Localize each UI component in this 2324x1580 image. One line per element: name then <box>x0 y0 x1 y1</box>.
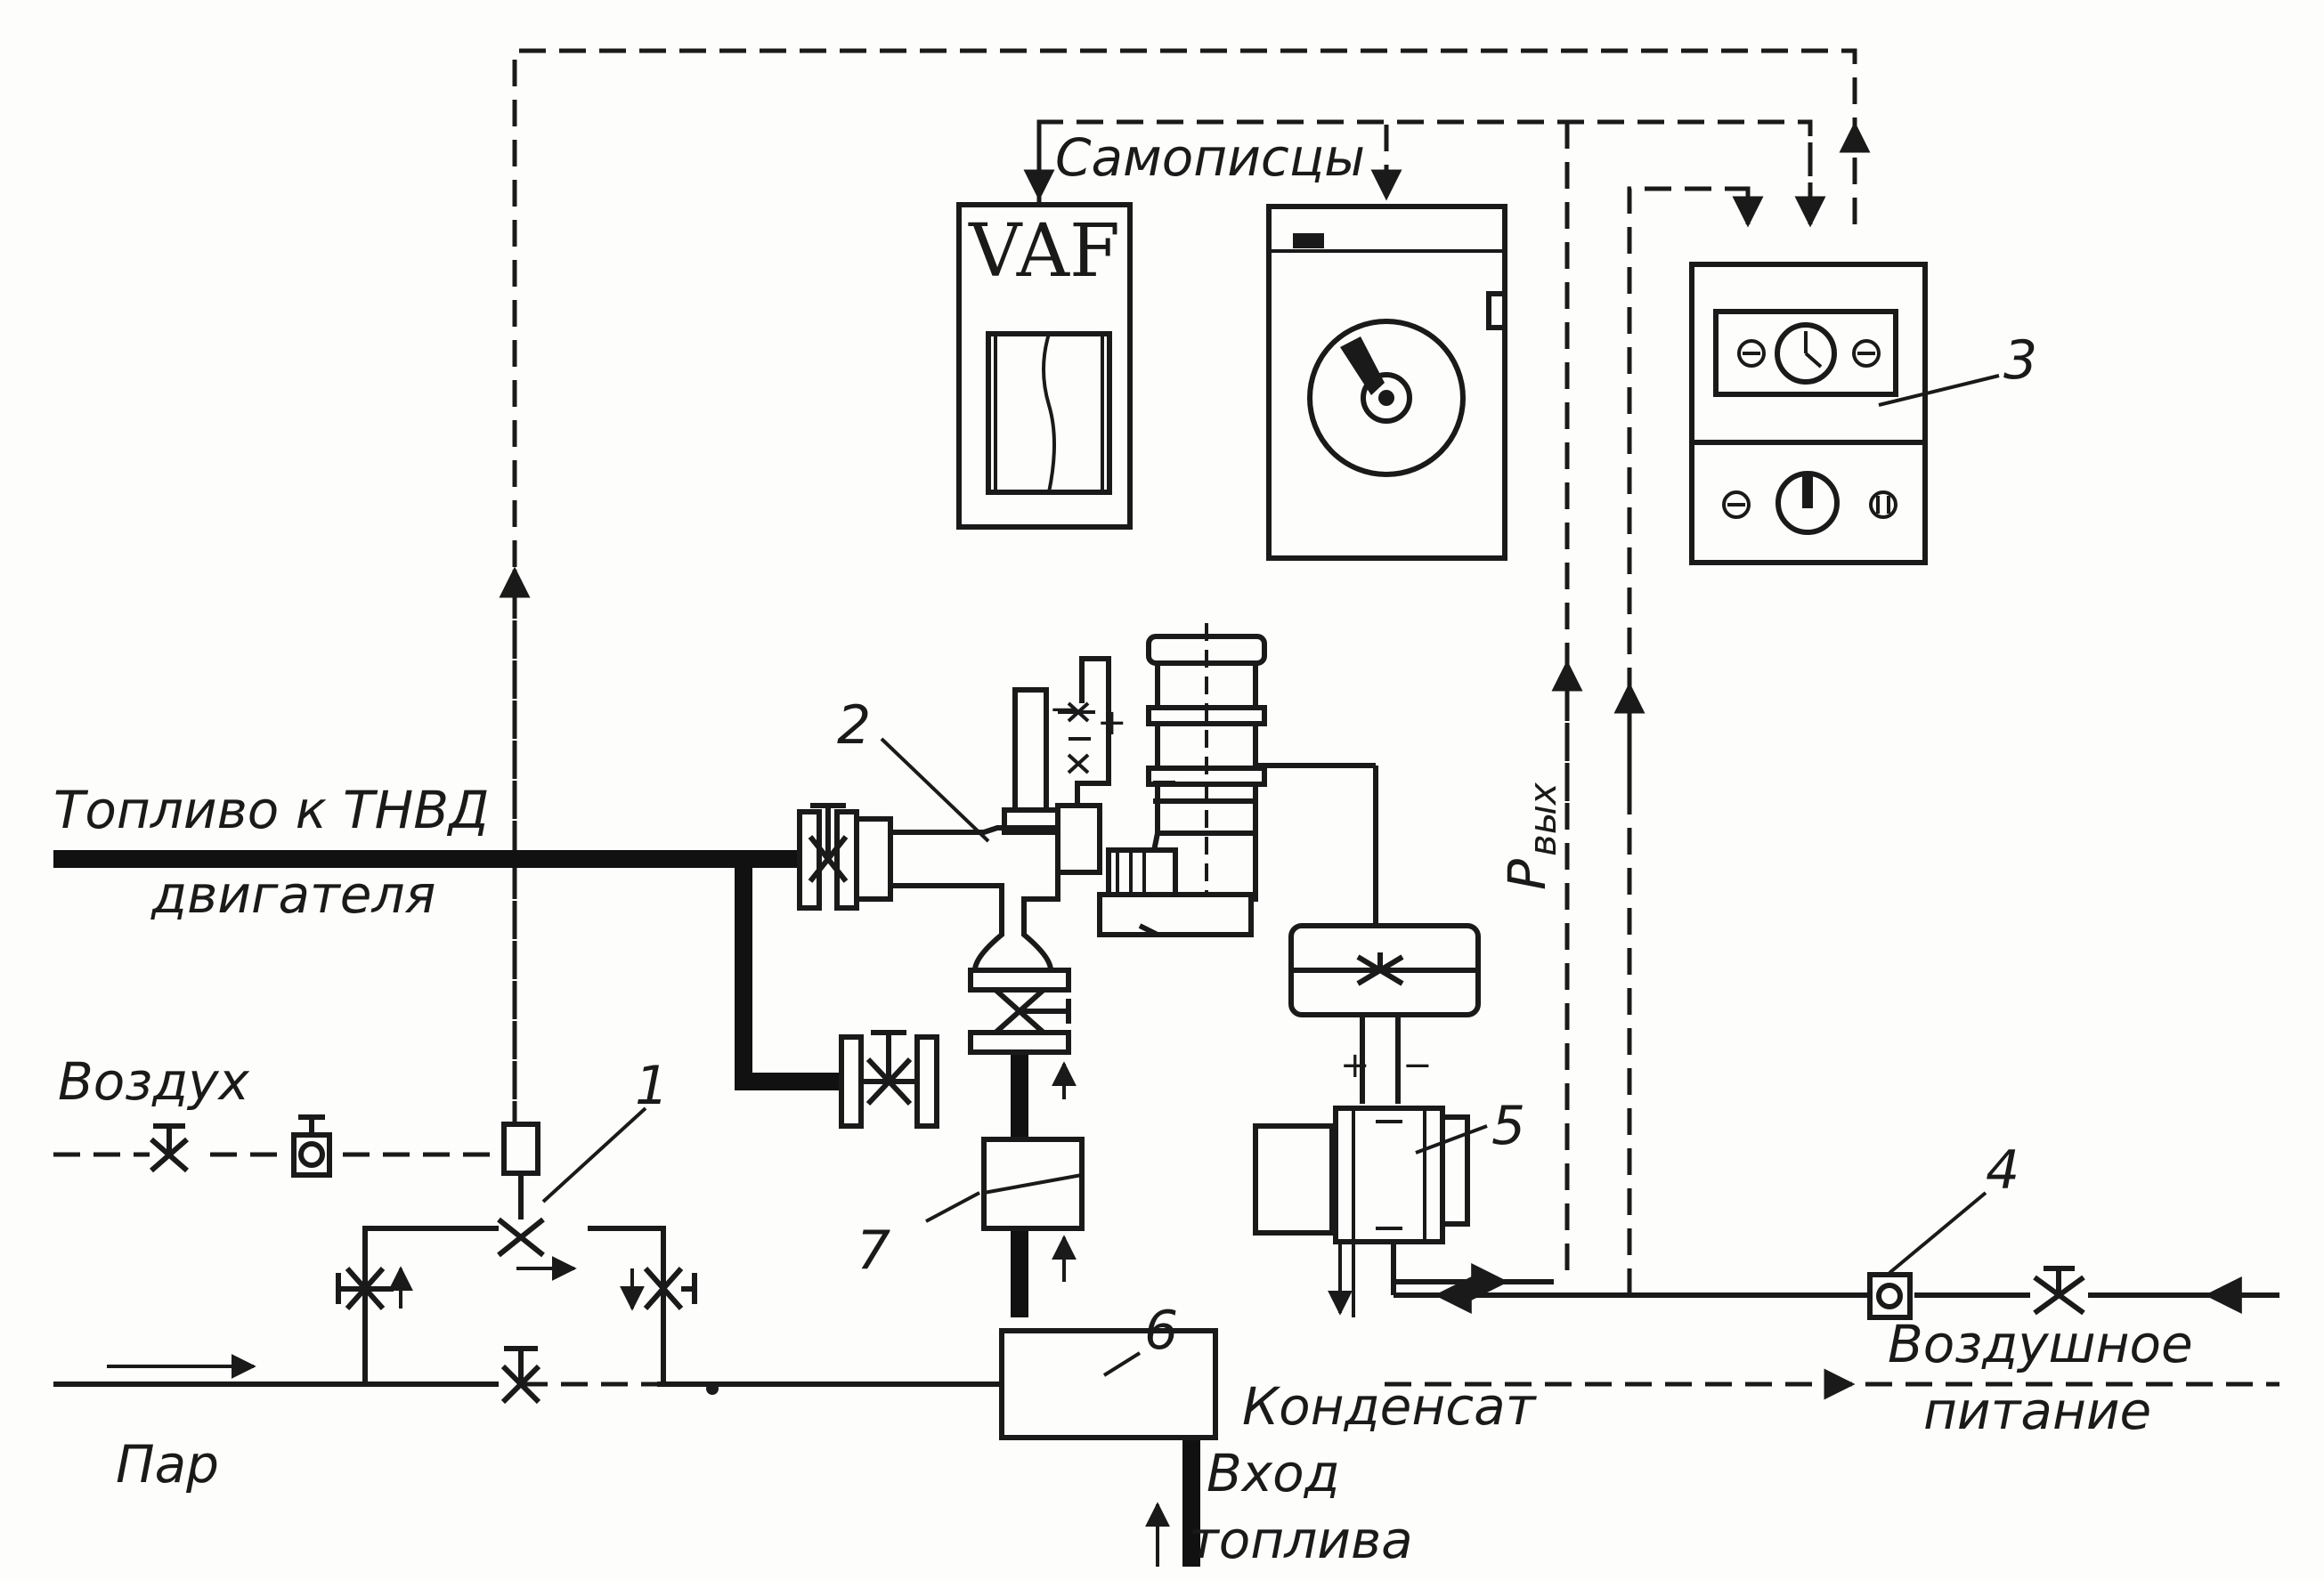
recorders-label: Самописцы <box>1055 127 1365 188</box>
p-out-subscript: вых <box>1521 782 1564 856</box>
signal-lines <box>53 48 2279 1400</box>
servo-needle-valve-icon <box>1356 952 1404 986</box>
disk-recorder-window <box>1293 233 1324 248</box>
air-label: Воздух <box>58 1051 250 1112</box>
sensor-minus-sign: − <box>1049 689 1079 730</box>
flange-tee-left <box>852 816 893 902</box>
gauge-hands-icon <box>1804 331 1823 369</box>
vaf-chart-edges <box>994 334 1104 492</box>
sensor-valve-minus-icon <box>1058 701 1095 723</box>
valve-5-body <box>1333 1106 1445 1244</box>
steam-control-valve-1-icon <box>497 1217 545 1258</box>
main-valve-flange-left <box>797 809 822 911</box>
fuel-to-pump-label: Топливо к ТНВД <box>53 780 489 840</box>
air-reducer-4-body <box>1867 1272 1913 1320</box>
callout-3: 3 <box>2003 329 2037 392</box>
fuel-bypass-line <box>735 859 841 1090</box>
bypass-valve-flange-left <box>839 1034 864 1129</box>
callout-2: 2 <box>837 694 871 757</box>
knob-left-icon <box>1737 339 1766 368</box>
callout-5: 5 <box>1491 1095 1525 1157</box>
vaf-trace <box>1042 333 1056 493</box>
knob-bottom-right-icon <box>1869 490 1897 519</box>
leader-lines <box>541 374 2000 1377</box>
junction-dot <box>706 1382 719 1395</box>
steam-valve-right-icon <box>643 1267 697 1310</box>
sensor-coupling <box>1106 847 1178 897</box>
callout-4: 4 <box>1986 1139 2019 1202</box>
main-valve-flange-right <box>834 809 859 911</box>
riser-flange-top <box>968 968 1071 993</box>
vaf-label: VAF <box>968 209 1120 294</box>
separator-6 <box>999 1328 1218 1440</box>
air-reducer-4-gauge-icon <box>1876 1283 1903 1309</box>
sensor-motor-base <box>1097 892 1254 937</box>
p-out-main: P <box>1497 859 1557 890</box>
steam-label: Пар <box>116 1434 219 1495</box>
vaf-chart-window <box>986 331 1112 495</box>
steam-valve-left-icon <box>336 1267 394 1310</box>
air-supply-label-2: питание <box>1923 1381 2151 1441</box>
minus-sign: − <box>1402 1045 1433 1086</box>
chart-disk-center <box>1378 390 1394 406</box>
control-valve-5: + − <box>1253 923 1481 1317</box>
p-out-label: P вых <box>1497 782 1564 890</box>
valves: + − <box>150 689 2085 1405</box>
controller-3 <box>1689 262 1928 565</box>
valve-5-motor <box>1253 1123 1335 1236</box>
viscosity-sensor-assembly <box>852 623 1376 973</box>
knob-right-icon <box>1852 339 1881 368</box>
sensor-flange <box>1055 803 1102 875</box>
air-supply-label: Воздушное <box>1888 1314 2193 1374</box>
riser-valve-icon <box>994 987 1071 1035</box>
chart-pen <box>1340 336 1385 395</box>
main-fuel-valve-icon <box>808 803 849 883</box>
disk-recorder <box>1266 204 1507 561</box>
air-supply-valve-icon <box>2033 1266 2085 1316</box>
valve5-to-servo-line <box>1248 743 1378 917</box>
steam-bypass-frame <box>362 1226 666 1384</box>
riser-flange-bottom <box>968 1030 1071 1055</box>
air-inlet-valve-icon <box>150 1123 189 1173</box>
steam-bypass-valve-icon <box>500 1346 541 1405</box>
fuel-inlet-label: Вход <box>1207 1443 1340 1503</box>
air-reducer-gauge-icon <box>298 1141 325 1168</box>
sensor-vent-line <box>1079 656 1111 757</box>
engine-label: двигателя <box>150 864 435 925</box>
vaf-recorder: VAF <box>956 202 1133 530</box>
plus-sign: + <box>1340 1045 1370 1086</box>
sensor-plus-sign: + <box>1097 702 1127 743</box>
callout-1: 1 <box>635 1055 669 1117</box>
callout-6: 6 <box>1144 1300 1178 1362</box>
bypass-valve-icon <box>861 1030 917 1106</box>
callout-7: 7 <box>857 1219 890 1282</box>
disk-recorder-latch <box>1486 291 1507 330</box>
fuel-inlet-label-2: топлива <box>1189 1510 1413 1570</box>
knob-bottom-left-icon <box>1722 490 1751 519</box>
solid-lines <box>53 743 2279 1395</box>
sensor-tube <box>1012 687 1049 813</box>
signal-line-top-loop <box>512 48 1857 1157</box>
dial-pointer-icon <box>1802 474 1813 508</box>
sensor-valve-plus-icon <box>1067 737 1091 774</box>
sensor-tee-housing <box>888 825 1060 973</box>
recorders-feed-line <box>1036 119 1813 224</box>
bypass-valve-flange-right <box>914 1034 939 1129</box>
actuator-1-body <box>501 1122 540 1176</box>
condensate-label: Конденсат <box>1242 1376 1538 1437</box>
